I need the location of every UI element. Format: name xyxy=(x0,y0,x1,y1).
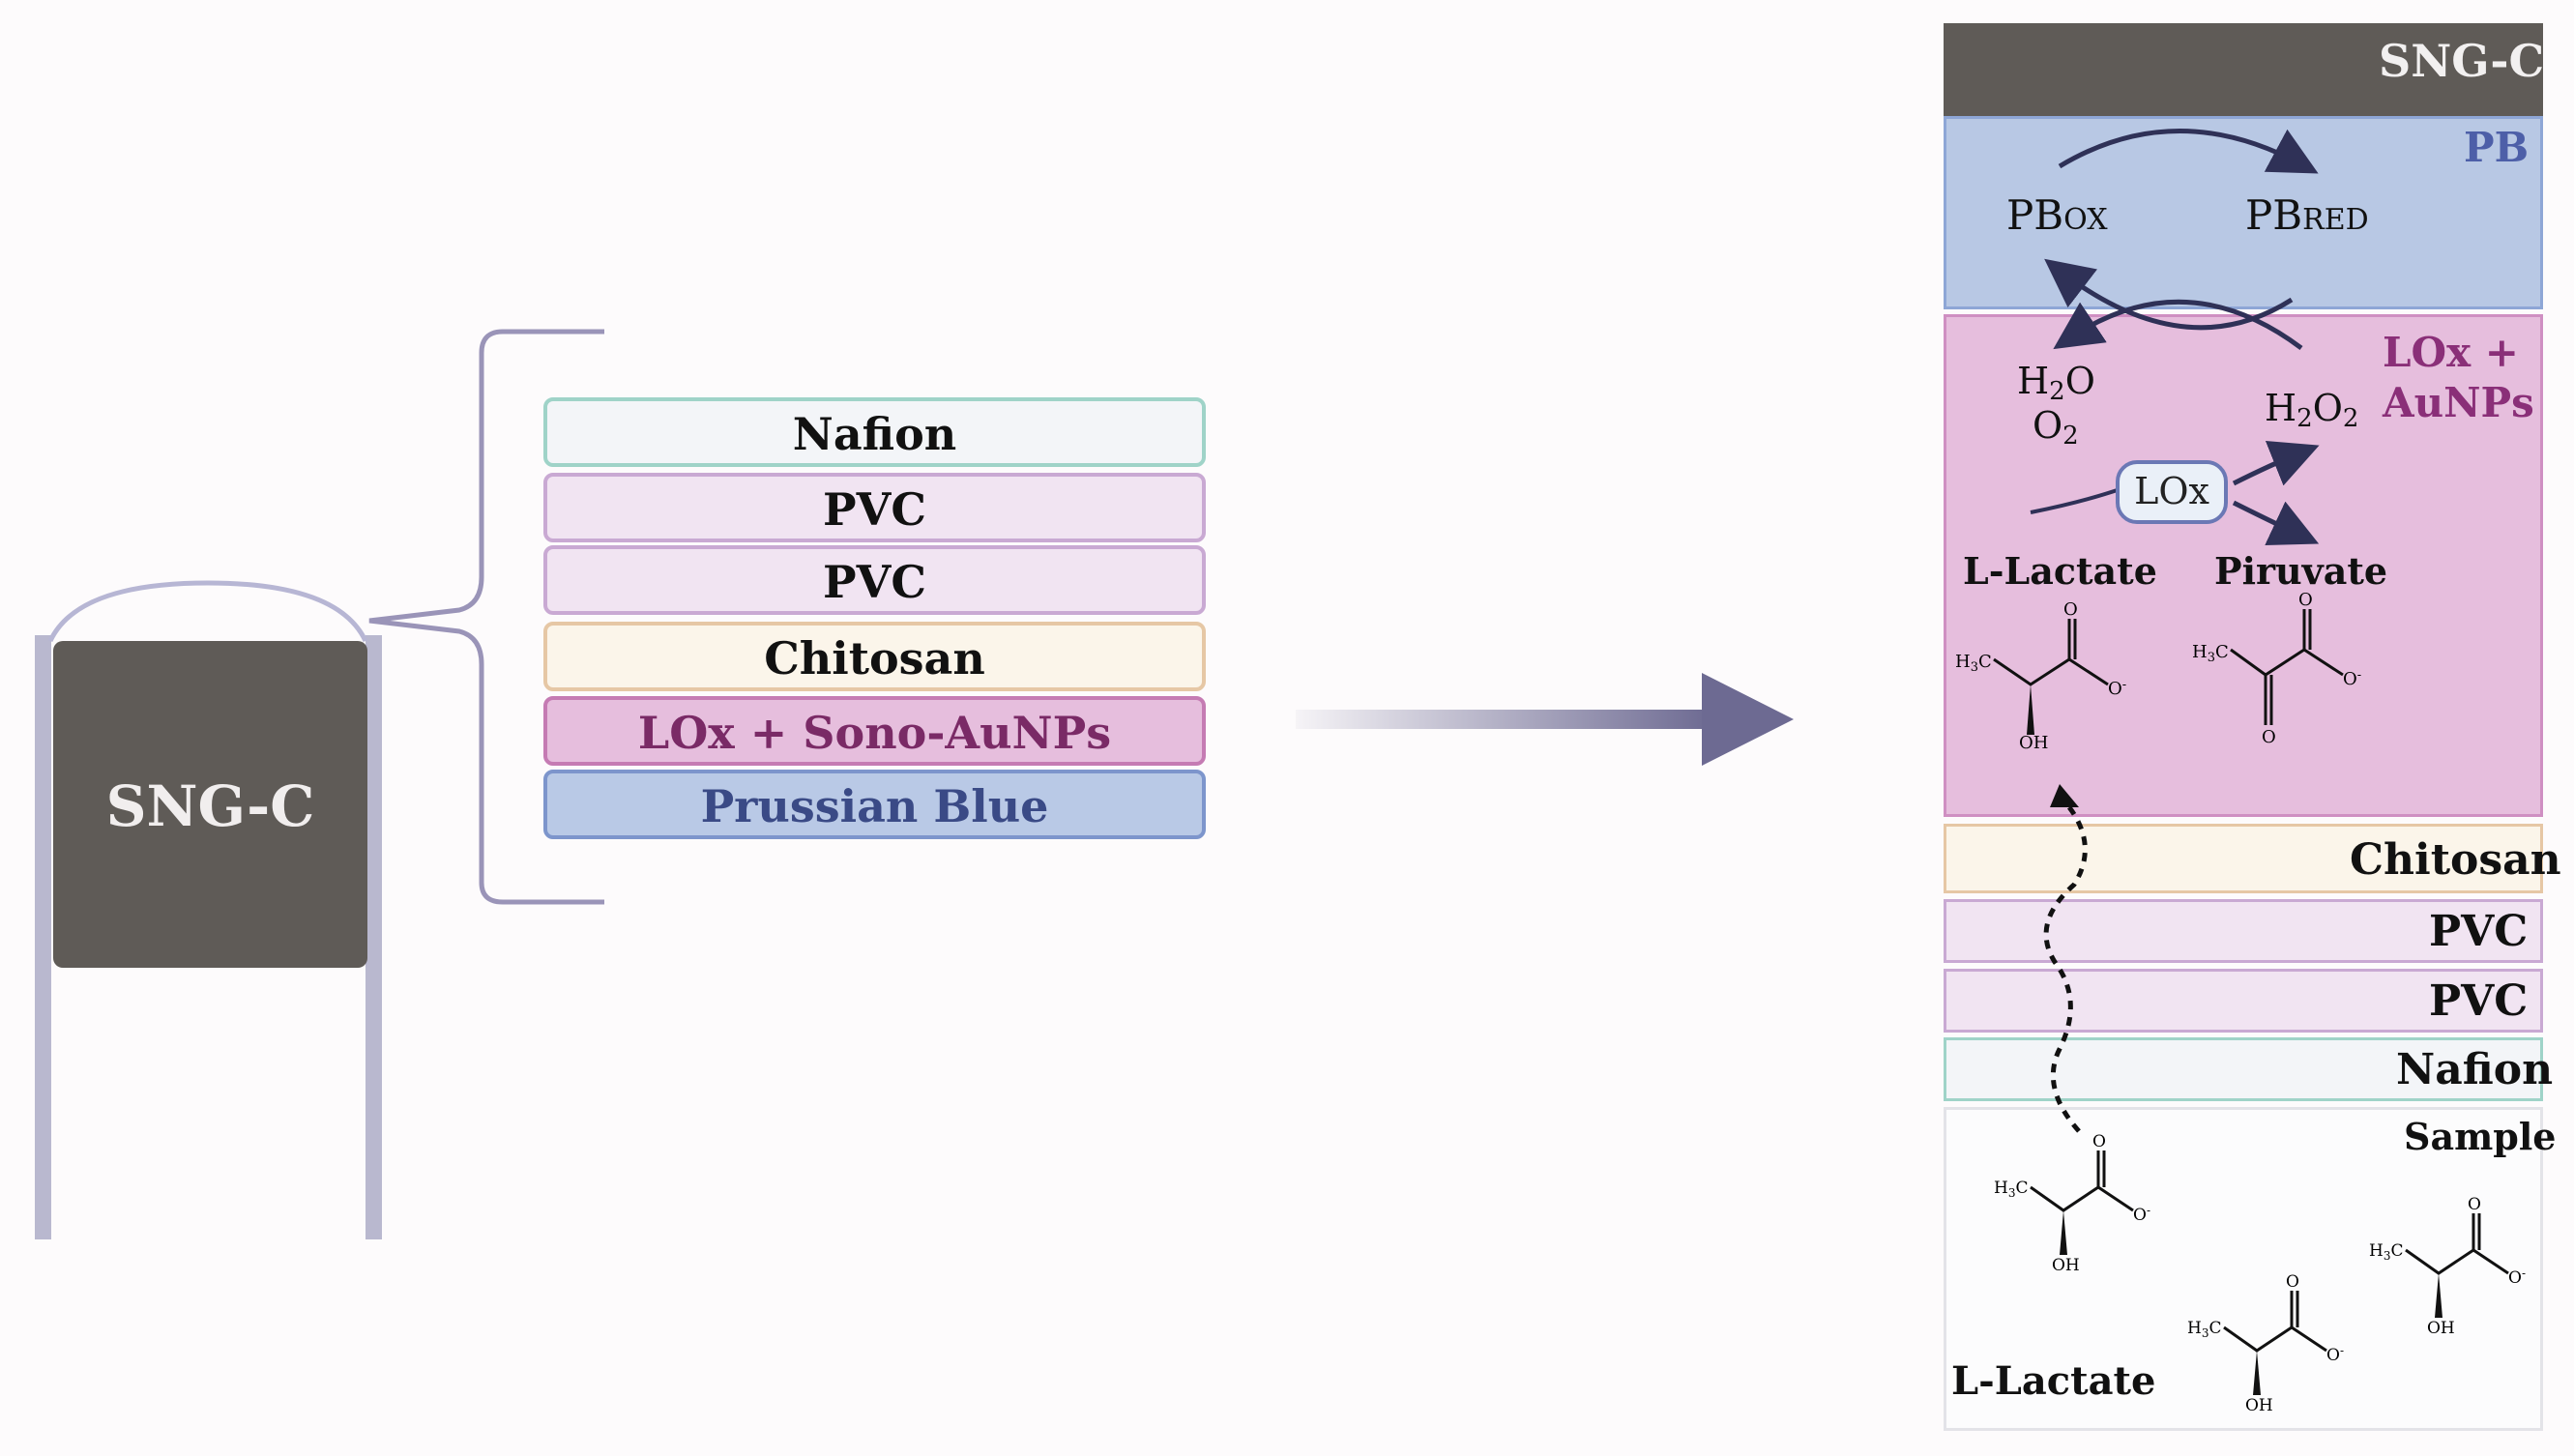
svg-text:O: O xyxy=(2262,727,2276,747)
detail-layer-nafion xyxy=(1944,1037,2543,1101)
enzyme-product-label: Piruvate xyxy=(2214,549,2388,593)
svg-text:H3C: H3C xyxy=(2192,642,2229,665)
h2o-sub: 2 xyxy=(2049,377,2065,406)
stack-layer-pvc: PVC xyxy=(543,473,1206,542)
svg-text:O-: O- xyxy=(2326,1344,2344,1365)
detail-layer-chitosan xyxy=(1944,824,2543,893)
sample-lactate-molecule: H3C O O- OH xyxy=(2187,1272,2344,1415)
detail-layer-pb xyxy=(1944,116,2543,309)
svg-text:O: O xyxy=(2092,1132,2106,1151)
stack-layer-chitosan: Chitosan xyxy=(543,622,1206,691)
lactate-molecule-structure: H3C O O- OH xyxy=(1955,599,2126,753)
stack-layer-label: PVC xyxy=(823,483,926,536)
detail-pb-label: PB xyxy=(2464,124,2530,171)
h2o2-main: H xyxy=(2265,387,2297,429)
stack-layer-label: Chitosan xyxy=(764,632,985,684)
pb-red-subscript: RED xyxy=(2302,203,2369,237)
svg-text:OH: OH xyxy=(2427,1319,2455,1338)
h2o2-sub1: 2 xyxy=(2296,404,2313,433)
detail-sample-analyte-label: L-Lactate xyxy=(1951,1358,2156,1404)
pb-redox-cycle xyxy=(2044,129,2319,351)
svg-text:OH: OH xyxy=(2245,1396,2273,1415)
h2o2-sub2: 2 xyxy=(2342,404,2359,433)
svg-text:OH: OH xyxy=(2052,1256,2080,1275)
svg-text:O-: O- xyxy=(2508,1267,2526,1288)
svg-text:H3C: H3C xyxy=(1994,1179,2028,1200)
pb-red-label: PBRED xyxy=(2245,191,2369,239)
svg-text:H3C: H3C xyxy=(1955,652,1992,675)
detail-sng-c-label: SNG-C xyxy=(2379,35,2545,87)
h2o-main: H xyxy=(2017,360,2050,402)
stack-layer-label: Prussian Blue xyxy=(700,780,1049,832)
diffusion-path-arrow xyxy=(2043,784,2088,1133)
transition-arrow xyxy=(1296,673,1794,766)
lox-enzyme-badge: LOx xyxy=(2116,460,2228,524)
svg-text:O-: O- xyxy=(2108,678,2126,699)
stack-layer-lox-auNPs: LOx + Sono-AuNPs xyxy=(543,696,1206,766)
svg-text:O: O xyxy=(2063,599,2078,620)
h2o-tail: O xyxy=(2064,360,2095,402)
svg-text:OH: OH xyxy=(2019,733,2048,753)
sample-lactate-molecule: H3C O O- OH xyxy=(1994,1132,2150,1275)
o2-main: O xyxy=(2033,404,2063,447)
stack-layer-prussian-blue: Prussian Blue xyxy=(543,770,1206,839)
detail-layer-chitosan-label: Chitosan xyxy=(2350,835,2561,885)
detail-layer-pvc xyxy=(1944,969,2543,1033)
detail-layer-enzyme xyxy=(1944,314,2543,817)
detail-enzyme-label-line2: AuNPs xyxy=(2383,379,2534,426)
detail-layer-pvc xyxy=(1944,899,2543,963)
stack-layer-label: Nafion xyxy=(792,408,957,460)
o2-sub: 2 xyxy=(2062,422,2079,451)
sample-lactate-molecule: H3C O O- OH xyxy=(2369,1195,2526,1338)
pyruvate-molecule-structure: H3C O O- O xyxy=(2192,590,2361,747)
pb-ox-label: PBOX xyxy=(2006,191,2108,239)
svg-text:O-: O- xyxy=(2343,668,2361,689)
stack-layer-pvc: PVC xyxy=(543,545,1206,615)
electrode-lead-right xyxy=(366,635,382,1239)
electrode-label: SNG-C xyxy=(105,773,315,839)
svg-text:O: O xyxy=(2468,1195,2481,1214)
o2-label: O2 xyxy=(2033,404,2079,451)
stack-layer-label: LOx + Sono-AuNPs xyxy=(637,707,1112,759)
stack-layer-label: PVC xyxy=(823,556,926,608)
electrode-lead-left xyxy=(35,635,51,1239)
stack-layer-nafion: Nafion xyxy=(543,397,1206,467)
lox-enzyme-label: LOx xyxy=(2134,470,2209,512)
svg-text:O: O xyxy=(2298,590,2313,610)
pb-ox-main: PB xyxy=(2006,191,2064,239)
svg-text:H3C: H3C xyxy=(2369,1241,2403,1263)
h2o2-mid: O xyxy=(2312,387,2343,429)
pb-ox-subscript: OX xyxy=(2063,203,2108,237)
electrode-body xyxy=(53,641,367,968)
detail-sample-label: Sample xyxy=(2404,1115,2557,1158)
h2o2-label: H2O2 xyxy=(2265,387,2358,433)
detail-layer-pvc-label: PVC xyxy=(2429,907,2529,956)
detail-enzyme-label-line1: LOx + xyxy=(2383,329,2519,376)
detail-layer-nafion-label: Nafion xyxy=(2396,1045,2554,1094)
electrode-membrane-cap xyxy=(47,580,368,643)
svg-text:H3C: H3C xyxy=(2187,1319,2221,1340)
detail-layer-sng-c xyxy=(1944,23,2543,116)
svg-text:O: O xyxy=(2286,1272,2299,1292)
h2o-label: H2O xyxy=(2017,360,2095,406)
svg-text:O-: O- xyxy=(2133,1204,2150,1225)
layer-bracket xyxy=(368,329,604,905)
pb-red-main: PB xyxy=(2245,191,2303,239)
enzyme-substrate-label: L-Lactate xyxy=(1963,549,2157,593)
detail-layer-pvc-label: PVC xyxy=(2429,976,2529,1026)
